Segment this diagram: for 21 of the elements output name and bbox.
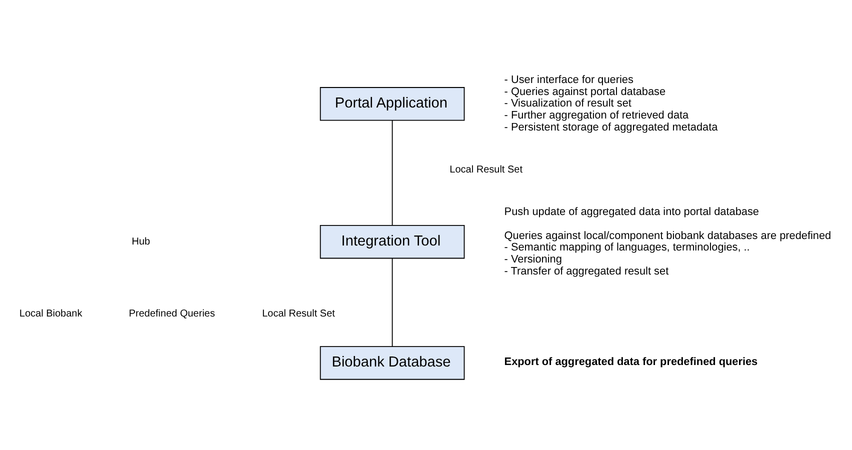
connector [392,120,393,226]
node-label: - User interface for queries [504,74,634,86]
node-box: Portal Application [320,87,465,121]
label: Hub [132,236,150,248]
label: Local Result Set [450,164,523,176]
node-label: Export of aggregated data for predefined queries [504,356,758,368]
node-label: Queries against local/component biobank databases are predefined [504,230,832,242]
node-label: - Persistent storage of aggregated metadata [504,121,718,134]
node-label: - Transfer of aggregated result set [504,265,669,278]
label: Local Biobank [19,308,82,320]
node-label: - Versioning [504,253,562,266]
node-label: - Semantic mapping of languages, terminologies, .. [504,242,750,254]
node-label: - Queries against portal database [504,86,666,98]
node-label: Push update of aggregated data into portal database [504,206,760,218]
node-label: - Further aggregation of retrieved data [504,110,689,122]
connector [392,258,393,347]
node-box: Biobank Database [320,346,465,380]
label: Predefined Queries [128,308,216,320]
node-box: Integration Tool [320,225,465,259]
label: Local Result Set [262,308,335,320]
node-label: - Visualization of result set [504,98,632,110]
